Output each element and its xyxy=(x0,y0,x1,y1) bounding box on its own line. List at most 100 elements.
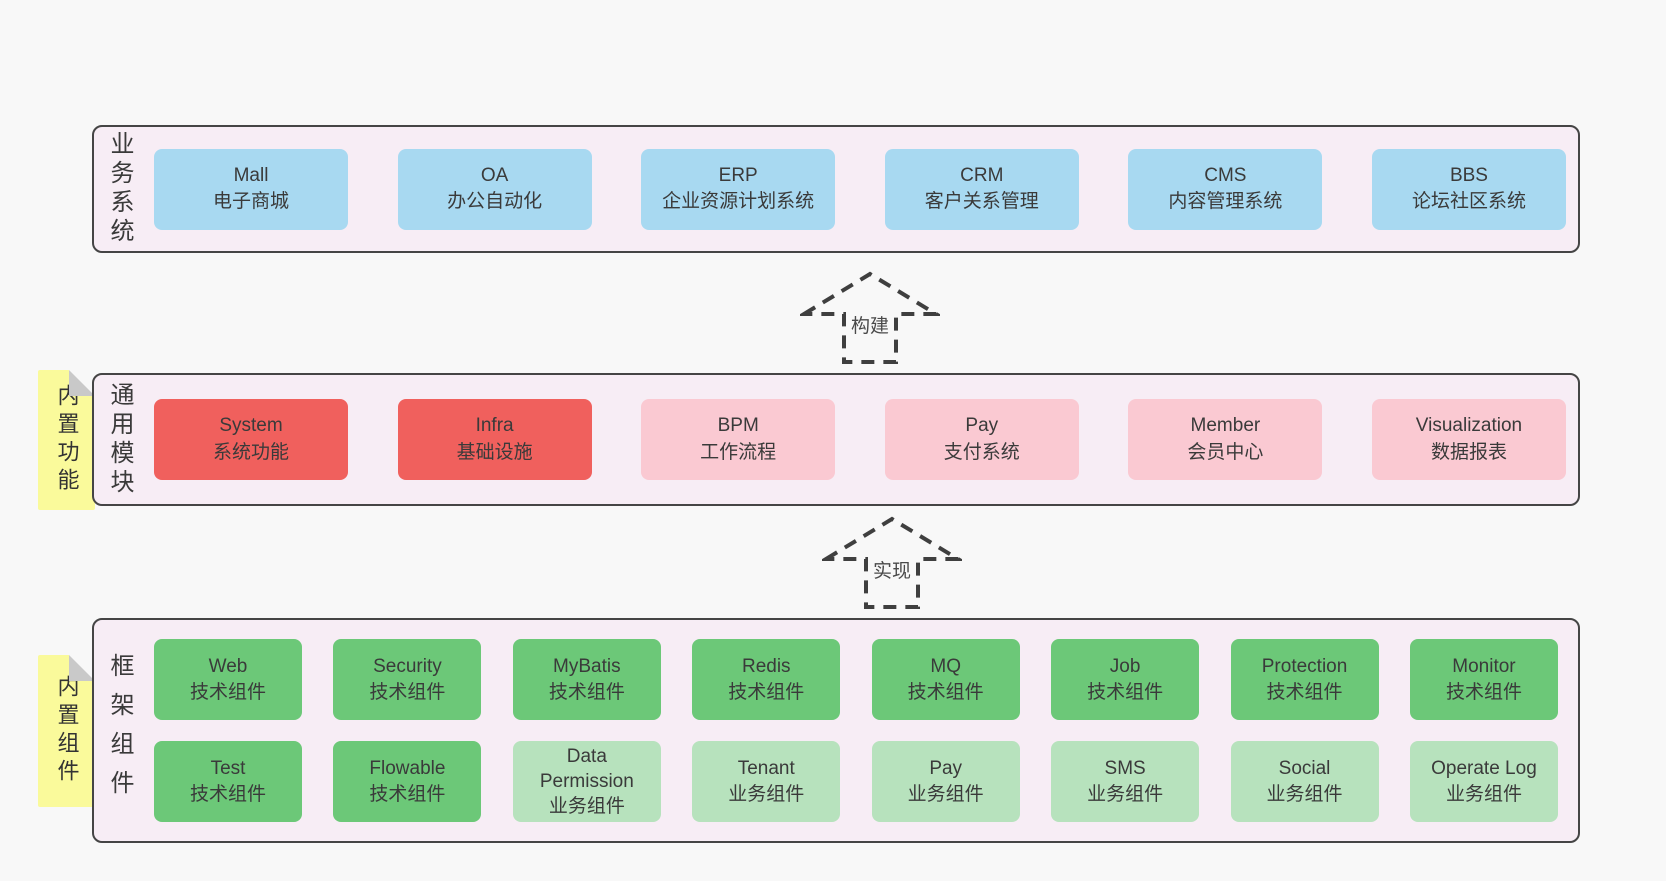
section-common-modules: 通用模块 System 系统功能 Infra 基础设施 BPM 工作流程 Pay… xyxy=(92,373,1580,506)
box-row: Web 技术组件 Security 技术组件 MyBatis 技术组件 Redi… xyxy=(154,639,1558,720)
sticky-note-built-in-components: 内置组件 xyxy=(38,655,95,807)
box-mall: Mall 电子商城 xyxy=(154,148,348,230)
box-system: System 系统功能 xyxy=(154,399,348,480)
box-cms: CMS 内容管理系统 xyxy=(1128,148,1323,230)
box-name: System xyxy=(219,415,283,437)
box-name: MyBatis xyxy=(553,656,621,678)
box-desc: 技术组件 xyxy=(1445,681,1522,703)
box-data-permission: Data Permission 业务组件 xyxy=(512,741,661,822)
box-bbs: BBS 论坛社区系统 xyxy=(1371,148,1566,230)
box-name: Infra xyxy=(475,415,514,437)
box-infra: Infra 基础设施 xyxy=(397,399,592,480)
section-business-systems: 业务系统 Mall 电子商城 OA 办公自动化 ERP 企业资源计划系统 CRM… xyxy=(92,125,1580,253)
dashed-up-arrow-icon xyxy=(800,271,940,364)
box-row: Test 技术组件 Flowable 技术组件 Data Permission … xyxy=(154,741,1558,822)
folded-corner-icon xyxy=(69,655,95,681)
box-pay-component: Pay 业务组件 xyxy=(871,741,1020,822)
box-tenant: Tenant 业务组件 xyxy=(692,741,841,822)
box-test: Test 技术组件 xyxy=(154,741,302,822)
box-erp: ERP 企业资源计划系统 xyxy=(641,148,836,230)
box-desc: 业务组件 xyxy=(907,783,984,805)
box-desc: 工作流程 xyxy=(700,441,777,463)
box-desc: 数据报表 xyxy=(1430,441,1507,463)
arrow-label: 实现 xyxy=(869,556,915,583)
box-desc: 技术组件 xyxy=(369,681,446,703)
box-name: Pay xyxy=(929,758,963,780)
box-job: Job 技术组件 xyxy=(1051,639,1200,720)
box-pay-system: Pay 支付系统 xyxy=(884,399,1079,480)
box-name: SMS xyxy=(1104,758,1146,780)
section-label: 通用模块 xyxy=(106,381,133,498)
box-desc: 客户关系管理 xyxy=(924,191,1039,212)
section-label: 业务系统 xyxy=(106,131,133,247)
box-name: CMS xyxy=(1204,164,1247,186)
box-name: Security xyxy=(373,656,442,678)
box-desc: 技术组件 xyxy=(189,681,266,703)
box-name: OA xyxy=(480,164,509,186)
box-desc: 技术组件 xyxy=(907,681,984,703)
box-desc: 技术组件 xyxy=(369,783,446,805)
box-desc: 业务组件 xyxy=(1087,783,1164,805)
box-desc: 业务组件 xyxy=(1445,783,1522,805)
box-desc: 技术组件 xyxy=(728,681,805,703)
box-sms: SMS 业务组件 xyxy=(1051,741,1200,822)
box-flowable: Flowable 技术组件 xyxy=(333,741,482,822)
box-desc: 基础设施 xyxy=(456,441,533,463)
box-desc: 论坛社区系统 xyxy=(1411,191,1526,212)
arrow-label: 构建 xyxy=(847,311,893,338)
box-desc: 业务组件 xyxy=(1266,783,1343,805)
box-desc: 电子商城 xyxy=(212,191,289,212)
box-redis: Redis 技术组件 xyxy=(692,639,841,720)
box-desc: 办公自动化 xyxy=(447,191,543,212)
box-security: Security 技术组件 xyxy=(333,639,482,720)
box-name: Operate Log xyxy=(1431,758,1537,780)
box-desc: 支付系统 xyxy=(943,441,1020,463)
box-visualization: Visualization 数据报表 xyxy=(1371,399,1566,480)
box-desc: 企业资源计划系统 xyxy=(662,191,815,212)
box-protection: Protection 技术组件 xyxy=(1230,639,1379,720)
box-name: BPM xyxy=(717,415,759,437)
box-name: Member xyxy=(1190,415,1261,437)
box-row: System 系统功能 Infra 基础设施 BPM 工作流程 Pay 支付系统… xyxy=(154,375,1566,504)
box-name: Flowable xyxy=(369,758,446,780)
box-oa: OA 办公自动化 xyxy=(397,148,592,230)
box-desc: 会员中心 xyxy=(1187,441,1264,463)
box-web: Web 技术组件 xyxy=(154,639,302,720)
box-name: MQ xyxy=(930,656,961,678)
box-name: Pay xyxy=(965,415,999,437)
box-row: Mall 电子商城 OA 办公自动化 ERP 企业资源计划系统 CRM 客户关系… xyxy=(154,127,1566,251)
box-member: Member 会员中心 xyxy=(1128,399,1323,480)
box-name: Tenant xyxy=(737,758,795,780)
box-desc: 业务组件 xyxy=(548,796,625,818)
folded-corner-icon xyxy=(69,370,95,396)
build-arrow: 构建 xyxy=(800,270,940,366)
box-desc: 业务组件 xyxy=(728,783,805,805)
box-social: Social 业务组件 xyxy=(1230,741,1379,822)
box-name: Visualization xyxy=(1415,415,1523,437)
box-name: Data Permission xyxy=(539,745,634,792)
box-name: ERP xyxy=(718,164,758,186)
box-desc: 技术组件 xyxy=(548,681,625,703)
box-name: Job xyxy=(1109,656,1141,678)
box-grid: Web 技术组件 Security 技术组件 MyBatis 技术组件 Redi… xyxy=(154,639,1558,822)
box-desc: 技术组件 xyxy=(1087,681,1164,703)
box-name: Web xyxy=(208,656,248,678)
box-desc: 技术组件 xyxy=(1266,681,1343,703)
box-name: Mall xyxy=(233,164,269,186)
box-name: CRM xyxy=(960,164,1004,186)
box-name: Protection xyxy=(1261,656,1348,678)
box-name: BBS xyxy=(1449,164,1488,186)
box-desc: 技术组件 xyxy=(189,783,266,805)
box-name: Test xyxy=(210,758,246,780)
section-label: 框架组件 xyxy=(106,652,133,809)
dashed-up-arrow-icon xyxy=(822,516,962,609)
sticky-note-label: 内置组件 xyxy=(54,675,80,787)
sticky-note-built-in-features: 内置功能 xyxy=(38,370,95,510)
box-operate-log: Operate Log 业务组件 xyxy=(1409,741,1558,822)
box-crm: CRM 客户关系管理 xyxy=(884,148,1079,230)
box-monitor: Monitor 技术组件 xyxy=(1409,639,1558,720)
box-bpm: BPM 工作流程 xyxy=(641,399,836,480)
box-mybatis: MyBatis 技术组件 xyxy=(512,639,661,720)
box-name: Monitor xyxy=(1452,656,1516,678)
